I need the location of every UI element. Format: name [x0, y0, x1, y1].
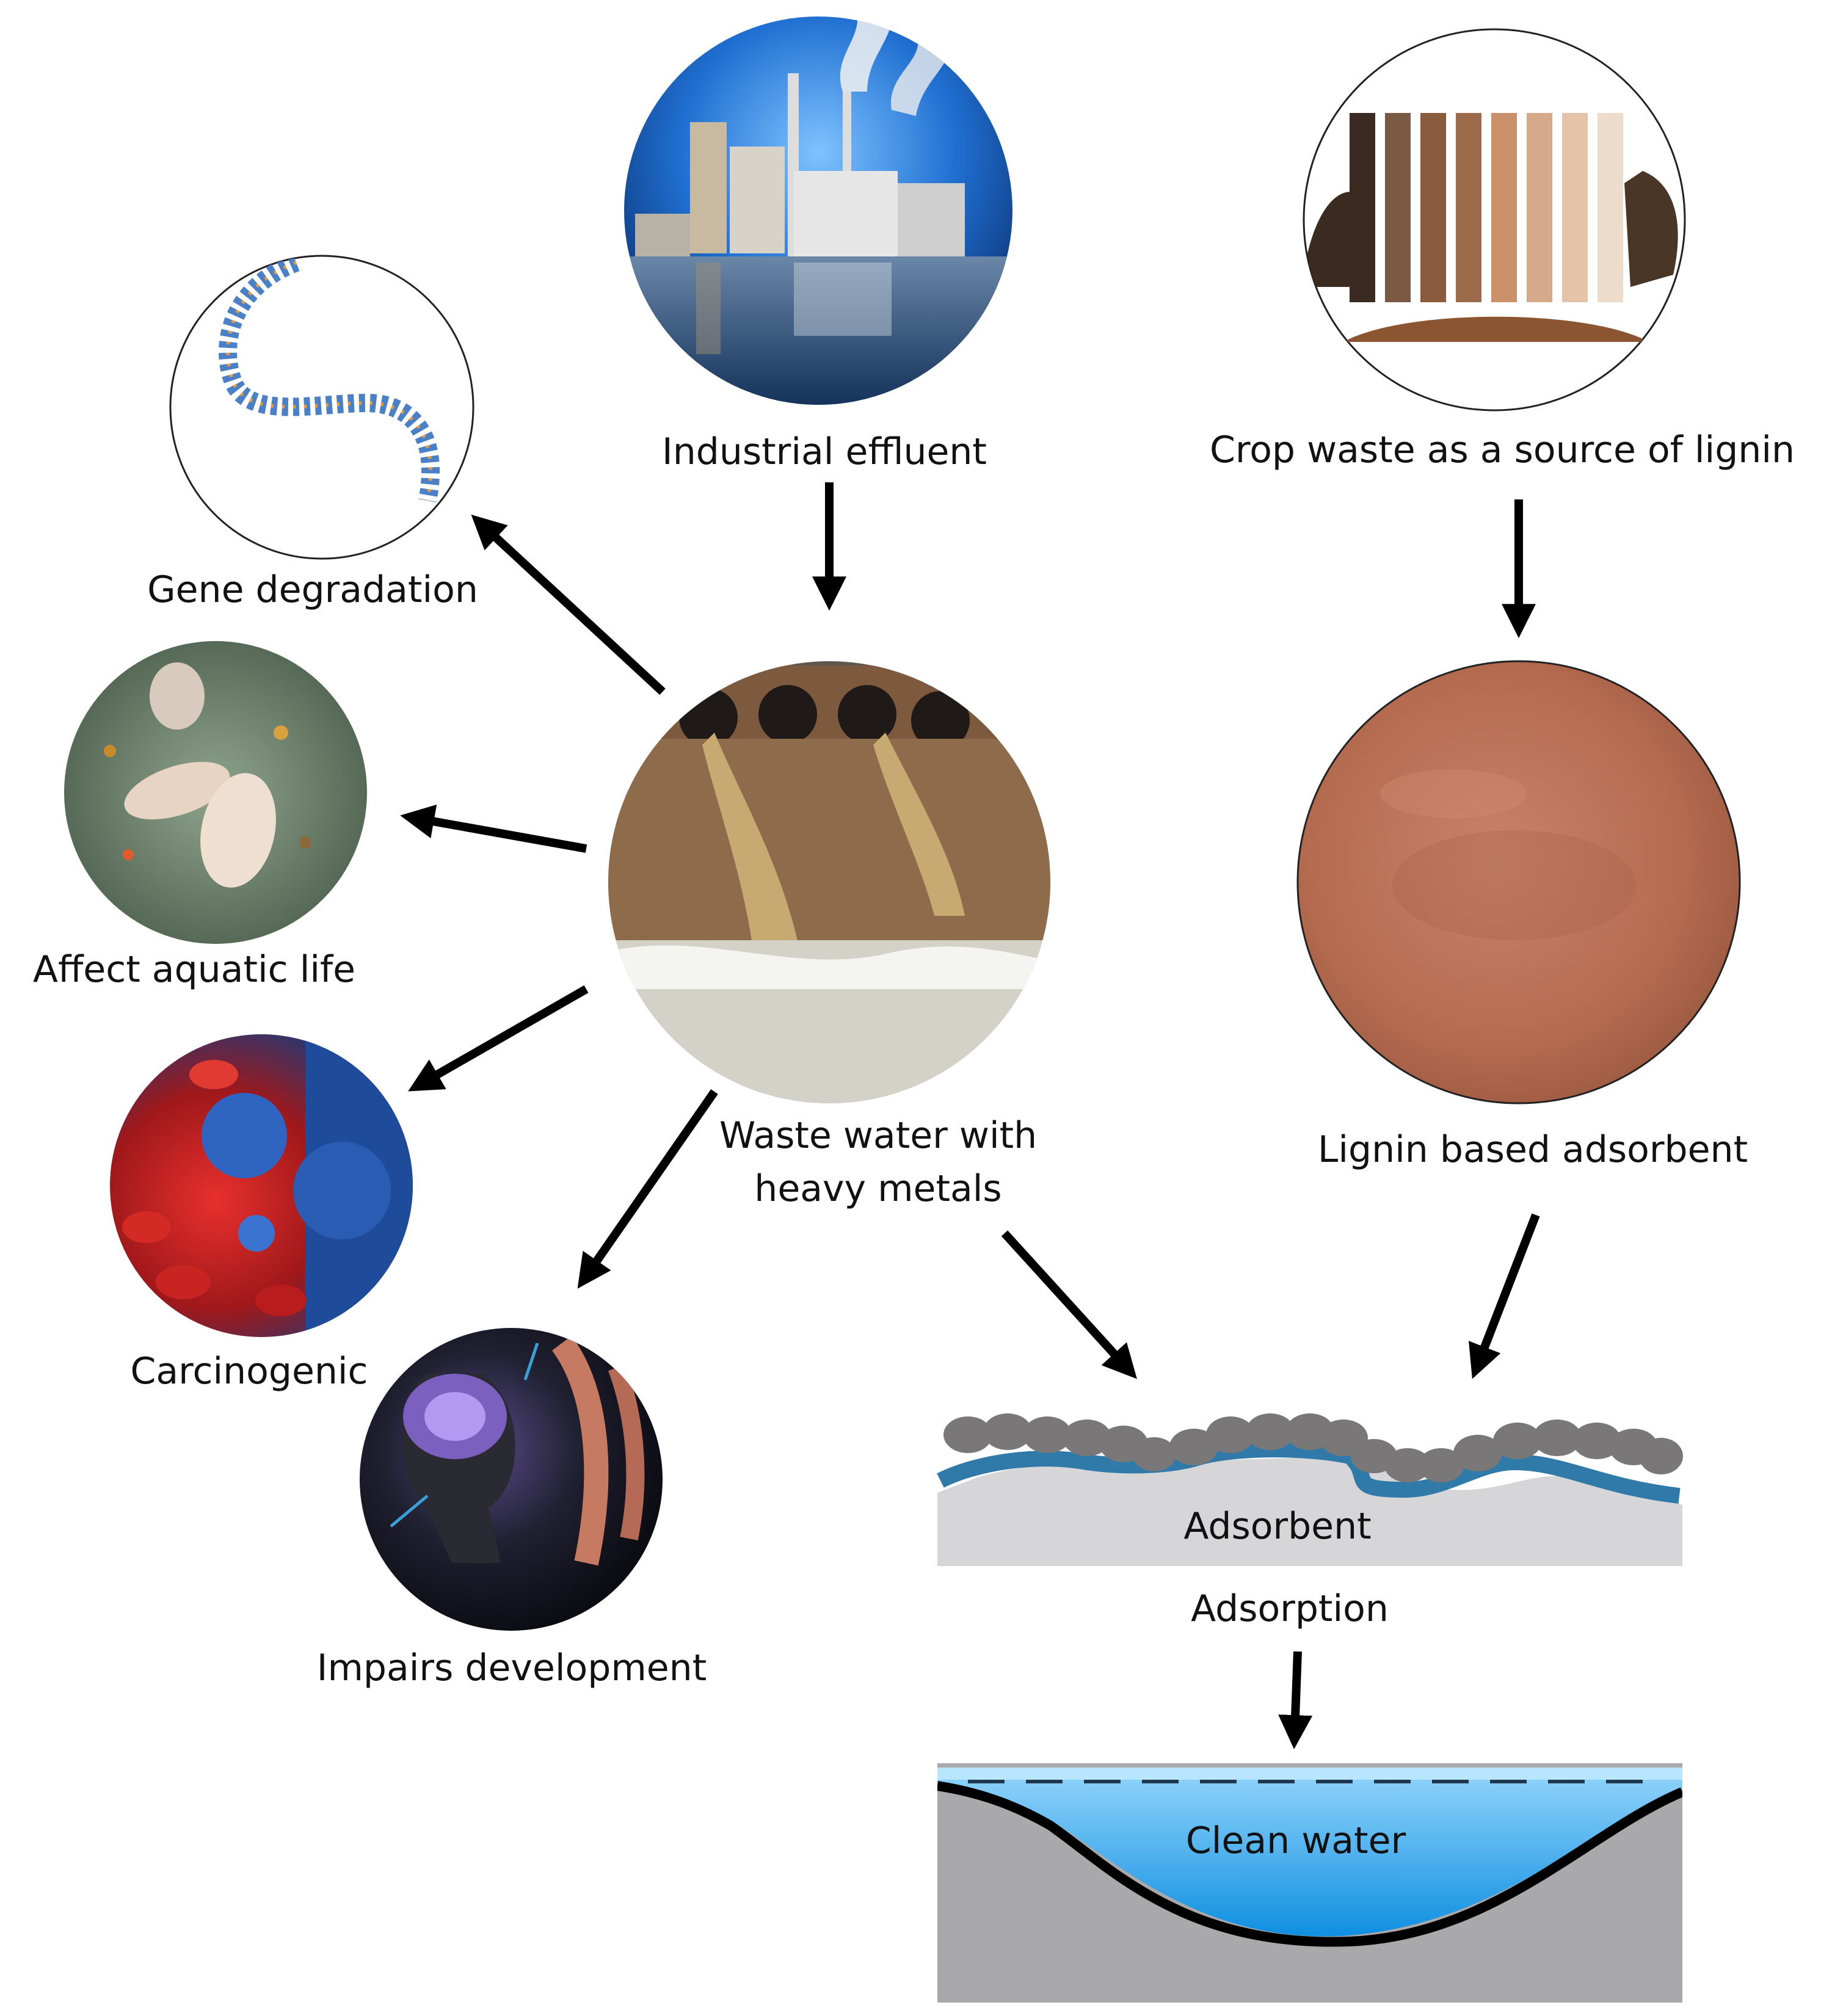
arrow-adsorption-to-clean-water: [1278, 1651, 1313, 1750]
carcinogenic-image: [110, 1034, 413, 1337]
waste-water-label: Waste water with heavy metals: [719, 1114, 1038, 1210]
industrial-effluent-image: [624, 16, 1012, 405]
adsorbent-schematic: [937, 1413, 1683, 1566]
impairs-development-image: [360, 1328, 663, 1631]
arrow-wastewater-to-adsorbent: [1001, 1230, 1137, 1379]
arrow-to-aquatic-life: [400, 804, 587, 853]
lignin-adsorbent-image: [1296, 660, 1741, 1104]
carcinogenic-label: Carcinogenic: [130, 1350, 368, 1393]
arrow-to-carcinogenic: [408, 985, 589, 1092]
arrow-to-impairs-development: [577, 1089, 718, 1289]
arrow-lignin-to-adsorbent: [1469, 1213, 1540, 1379]
adsorbent-label: Adsorbent: [1183, 1505, 1372, 1548]
aquatic-life-label: Affect aquatic life: [32, 948, 356, 991]
industrial-effluent-label: Industrial effluent: [662, 430, 987, 473]
adsorption-label: Adsorption: [1191, 1587, 1389, 1630]
gene-degradation-label: Gene degradation: [147, 568, 478, 611]
waste-water-image: [608, 661, 1050, 1103]
clean-water-basin: [937, 1763, 1682, 2003]
clean-water-label: Clean water: [1185, 1819, 1406, 1862]
lignin-adsorbent-label: Lignin based adsorbent: [1317, 1128, 1748, 1171]
gene-degradation-image: [169, 255, 474, 560]
crop-waste-image: [1303, 28, 1686, 412]
crop-waste-label: Crop waste as a source of lignin: [1209, 429, 1795, 471]
aquatic-life-image: [64, 641, 367, 944]
impairs-development-label: Impairs development: [316, 1647, 707, 1689]
arrow-to-gene-degradation: [471, 514, 666, 695]
